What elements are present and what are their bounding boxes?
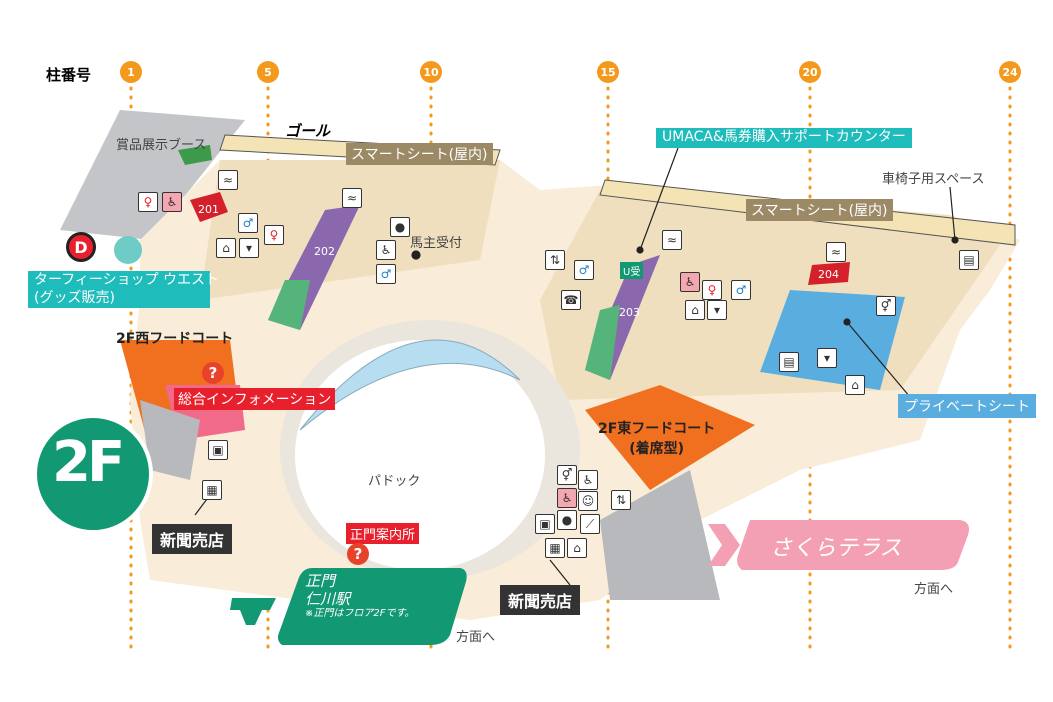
restroom-icon: ⚥ — [557, 465, 577, 485]
mens-restroom-icon: ♂ — [238, 213, 258, 233]
sakura-terrace-label[interactable]: さくらテラス — [770, 536, 902, 561]
phone-icon: ☎ — [561, 290, 581, 310]
pillar-10: 10 — [420, 61, 442, 83]
stairs-icon: ⟋ — [580, 514, 600, 534]
stand-202: 202 — [314, 245, 335, 258]
smart-seat-west-label[interactable]: スマートシート(屋内) — [346, 143, 493, 165]
smoking-area-icon: ≈ — [342, 188, 362, 208]
main-gate-sign — [277, 568, 467, 645]
baby-care-icon: ♿ — [680, 272, 700, 292]
pillar-number-label: 柱番号 — [46, 66, 92, 84]
coin-locker-icon: ▤ — [959, 250, 979, 270]
main-gate-info-label[interactable]: 正門案内所 — [346, 523, 420, 544]
stand-203: 203 — [619, 306, 640, 319]
trash-icon: ▾ — [239, 238, 259, 258]
mens-restroom-icon: ♂ — [376, 264, 396, 284]
turfy-shop-sub: (グッズ販売) — [34, 289, 115, 306]
nursing-room-icon: ☺ — [578, 491, 598, 511]
paddock-label: パドック — [368, 474, 421, 489]
luggage-icon: ▣ — [535, 514, 555, 534]
smart-seat-east-label[interactable]: スマートシート(屋内) — [746, 199, 893, 221]
private-seat-label[interactable]: プライベートシート — [898, 394, 1036, 418]
wheelchair-icon: ♿ — [376, 240, 396, 260]
pillar-1: 1 — [120, 61, 142, 83]
down-arrow-icon — [230, 598, 276, 625]
vending-machine-icon: ⌂ — [567, 538, 587, 558]
newspaper-icon: ▦ — [545, 538, 565, 558]
glass-dome — [299, 339, 521, 431]
staff-counter-icon: ● — [557, 510, 577, 530]
main-gate-station: 仁川駅 — [305, 590, 351, 608]
trash-icon: ▾ — [707, 300, 727, 320]
pillar-15: 15 — [597, 61, 619, 83]
shop-marker-d: D — [66, 232, 96, 262]
main-gate-note: ※正門はフロア2Fです。 — [305, 608, 415, 619]
stand-201: 201 — [198, 203, 219, 216]
sakura-terrace-sign — [737, 520, 969, 570]
staff-counter-icon: ● — [390, 217, 410, 237]
newsstand-west-label[interactable]: 新聞売店 — [152, 524, 233, 554]
pillar-20: 20 — [799, 61, 821, 83]
coin-locker-icon: ▤ — [779, 352, 799, 372]
goal-label: ゴール — [285, 122, 331, 140]
owner-reception-label: 馬主受付 — [410, 236, 463, 251]
newspaper-icon: ▦ — [202, 480, 222, 500]
baby-care-icon: ♿ — [162, 192, 182, 212]
smoking-area-icon: ≈ — [662, 230, 682, 250]
elevator-icon: ⇅ — [611, 490, 631, 510]
wheelchair-icon: ♿ — [578, 470, 598, 490]
luggage-icon: ▣ — [208, 440, 228, 460]
sakura-direction: 方面へ — [914, 582, 954, 597]
wheelchair-space-label: 車椅子用スペース — [882, 172, 985, 187]
main-gate-title: 正門 — [305, 572, 336, 590]
floor-badge-circle — [33, 414, 153, 534]
elevator-icon: ⇅ — [545, 250, 565, 270]
newsstand-east-label[interactable]: 新聞売店 — [500, 585, 581, 615]
womens-restroom-icon: ♀ — [138, 192, 158, 212]
east-food-name: 2F東フードコート — [598, 421, 716, 437]
umaca-counter-label[interactable]: UMACA&馬券購入サポートカウンター — [656, 128, 912, 148]
baby-care-icon: ♿ — [557, 488, 577, 508]
floor-badge: 2F — [52, 430, 125, 495]
vending-machine-icon: ⌂ — [685, 300, 705, 320]
main-gate-label[interactable]: 正門 仁川駅 ※正門はフロア2Fです。 — [305, 572, 415, 620]
vending-machine-icon: ⌂ — [216, 238, 236, 258]
mens-restroom-icon: ♂ — [731, 280, 751, 300]
pillar-5: 5 — [257, 61, 279, 83]
main-gate-direction: 方面へ — [456, 630, 496, 645]
womens-restroom-icon: ♀ — [702, 280, 722, 300]
vending-machine-icon: ⌂ — [845, 375, 865, 395]
general-info-label[interactable]: 総合インフォメーション — [174, 388, 336, 410]
info-question-icon: ? — [202, 362, 224, 384]
u-reception-badge: U受 — [620, 262, 644, 279]
prize-booth-area — [60, 110, 245, 240]
turfy-shop-name: ターフィーショップ ウエスト — [34, 272, 220, 288]
prize-booth-label: 賞品展示ブース — [116, 138, 207, 153]
pillar-24: 24 — [999, 61, 1021, 83]
turfy-shop-label[interactable]: ターフィーショップ ウエスト (グッズ販売) — [28, 271, 220, 308]
stand-204: 204 — [818, 268, 839, 281]
smoking-area-icon: ≈ — [826, 242, 846, 262]
smoking-area-icon: ≈ — [218, 170, 238, 190]
east-food-court-area — [585, 385, 755, 490]
restroom-icon: ⚥ — [876, 296, 896, 316]
womens-restroom-icon: ♀ — [264, 225, 284, 245]
right-arrow-icon — [708, 524, 740, 566]
main-gate-info-icon: ? — [347, 543, 369, 565]
mens-restroom-icon: ♂ — [574, 260, 594, 280]
east-food-sub: (着席型) — [629, 441, 685, 457]
trash-icon: ▾ — [817, 348, 837, 368]
west-food-court-label[interactable]: 2F西フードコート — [116, 331, 234, 347]
east-food-court-label[interactable]: 2F東フードコート (着席型) — [598, 418, 715, 458]
